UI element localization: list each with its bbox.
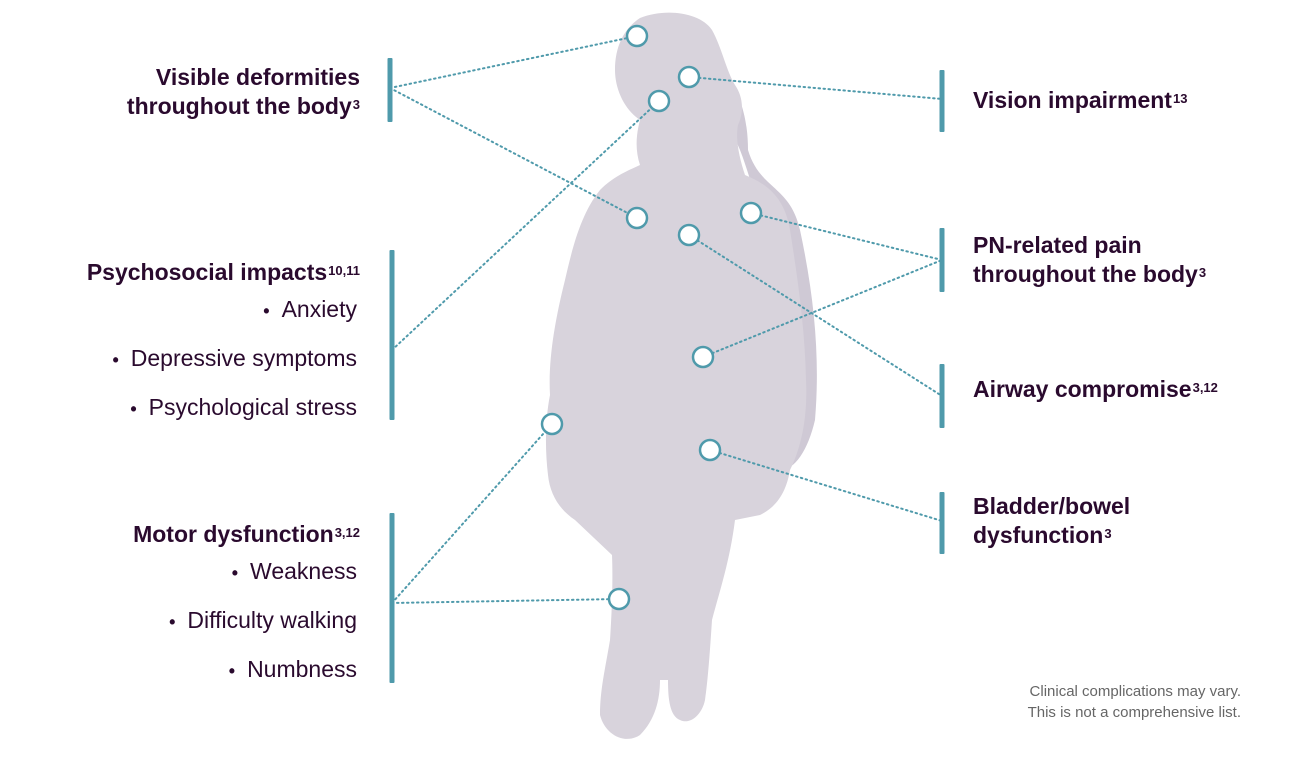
bar-vision <box>940 70 945 132</box>
line-deformity-head <box>390 36 637 88</box>
marker-leg <box>609 589 629 609</box>
label-vision: Vision impairment13 <box>973 86 1187 115</box>
list-item: •Depressive symptoms <box>112 335 357 384</box>
child-silhouette <box>546 13 806 739</box>
list-item: •Psychological stress <box>112 384 357 433</box>
motor-list: •Weakness •Difficulty walking •Numbness <box>169 548 357 695</box>
bar-pn-pain <box>940 228 945 292</box>
line-motor-hand <box>392 424 552 603</box>
bar-psychosocial <box>390 250 395 420</box>
marker-abdomen <box>693 347 713 367</box>
marker-hand <box>542 414 562 434</box>
label-pn-pain: PN-related pain throughout the body3 <box>973 231 1206 289</box>
bar-airway <box>940 364 945 428</box>
list-item: •Numbness <box>169 646 357 695</box>
line-motor-leg <box>392 599 619 603</box>
bar-motor <box>390 513 395 683</box>
label-motor: Motor dysfunction3,12 <box>133 520 360 549</box>
list-item: •Difficulty walking <box>169 597 357 646</box>
marker-head-left <box>649 91 669 111</box>
label-visible-deformities: Visible deformities throughout the body3 <box>127 63 360 121</box>
marker-eye <box>679 67 699 87</box>
psychosocial-list: •Anxiety •Depressive symptoms •Psycholog… <box>112 286 357 433</box>
marker-shoulder-left <box>627 208 647 228</box>
list-item: •Anxiety <box>112 286 357 335</box>
marker-pelvis <box>700 440 720 460</box>
label-psychosocial: Psychosocial impacts10,11 <box>87 258 360 287</box>
label-bladder: Bladder/bowel dysfunction3 <box>973 492 1130 550</box>
bar-bladder <box>940 492 945 554</box>
marker-shoulder-right <box>741 203 761 223</box>
list-item: •Weakness <box>169 548 357 597</box>
marker-head-top <box>627 26 647 46</box>
line-deformity-shoulder <box>390 88 637 218</box>
bar-visible-deformities <box>388 58 393 122</box>
marker-chest <box>679 225 699 245</box>
disclaimer-note: Clinical complications may vary. This is… <box>1028 681 1241 723</box>
label-airway: Airway compromise3,12 <box>973 375 1218 404</box>
